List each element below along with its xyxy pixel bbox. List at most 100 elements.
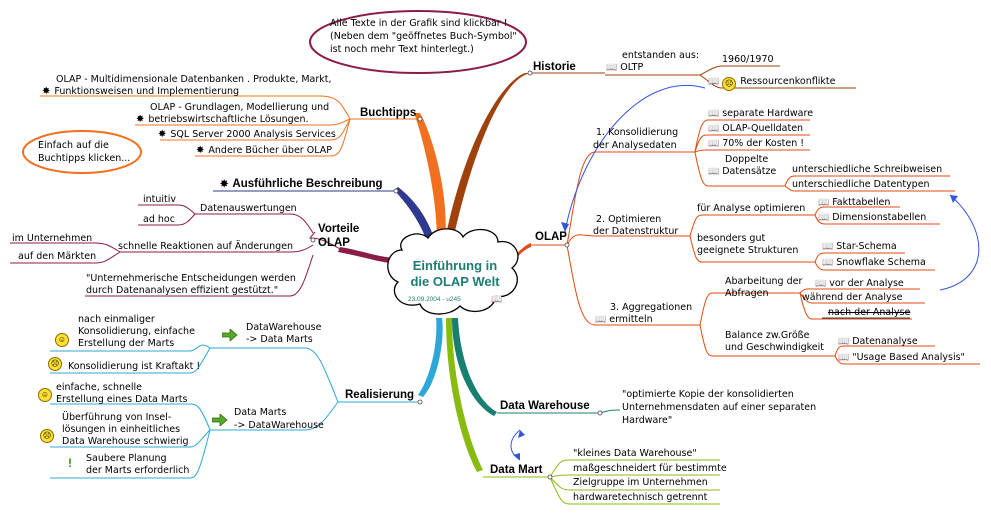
olap-a1c[interactable]: nach der Analyse: [828, 307, 911, 318]
olap-o2a: Star-Schema: [836, 241, 897, 252]
olap-o2a-row[interactable]: 📖Star-Schema: [822, 241, 897, 253]
olap-k3: 70% der Kosten !: [722, 138, 805, 149]
branch-historie[interactable]: Historie: [533, 61, 576, 73]
olap-a1a: vor der Analyse: [829, 278, 904, 289]
real-r2c-2[interactable]: der Marts erforderlich: [86, 465, 190, 476]
book-icon: 📖: [815, 279, 827, 289]
vorteile-datenauswertungen[interactable]: Datenauswertungen: [200, 203, 297, 214]
branch-vorteile-2[interactable]: OLAP: [318, 237, 350, 249]
real-r1a-2[interactable]: Konsolidierung, einfache: [78, 326, 195, 337]
olap-k4-1[interactable]: Doppelte: [725, 154, 769, 165]
branch-datamart[interactable]: Data Mart: [490, 464, 543, 476]
book-icon: 📖: [818, 198, 830, 208]
olap-k2: OLAP-Quelldaten: [722, 123, 804, 134]
olap-optimieren-1[interactable]: 2. Optimieren: [596, 214, 662, 225]
star-icon: ✸: [136, 114, 145, 125]
book-icon: 📖: [708, 109, 720, 119]
callout-text-1: Alle Texte in der Grafik sind klickbar !: [330, 18, 508, 29]
olap-o1b-row[interactable]: 📖Dimensionstabellen: [818, 212, 926, 224]
vorteile-intuitiv[interactable]: intuitiv: [143, 194, 177, 205]
real-r2b-3[interactable]: Data Warehouse schwierig: [62, 436, 189, 447]
olap-o1[interactable]: für Analyse optimieren: [697, 203, 806, 214]
frown-smiley-icon: ☹: [722, 77, 737, 91]
exclamation-icon: !: [68, 456, 72, 470]
center-node[interactable]: Einführung in die OLAP Welt: [400, 258, 510, 290]
buchtipp-4-row[interactable]: ✸Andere Bücher über OLAP: [196, 145, 332, 157]
olap-konsolidierung-1[interactable]: 1. Konsolidierung: [596, 127, 679, 138]
buchtipp-2-line2: betriebswirtschaftliche Lösungen.: [148, 114, 309, 125]
vorteile-maerkte[interactable]: auf den Märkten: [18, 251, 97, 262]
vorteile-unternehmen[interactable]: im Unternehmen: [12, 233, 93, 244]
olap-k4b[interactable]: unterschiedliche Datentypen: [792, 179, 930, 190]
olap-aggregationen-1[interactable]: 3. Aggregationen: [610, 302, 693, 313]
branch-realisierung[interactable]: Realisierung: [345, 389, 415, 401]
olap-a2b-row[interactable]: 📖"Usage Based Analysis": [838, 352, 965, 364]
branch-olap[interactable]: OLAP: [535, 231, 567, 243]
olap-a1b[interactable]: während der Analyse: [802, 292, 903, 303]
real-r2a-1[interactable]: einfache, schnelle: [56, 382, 142, 393]
buchtipp-3-row[interactable]: ✸SQL Server 2000 Analysis Services: [158, 129, 336, 141]
branch-buchtipps[interactable]: Buchtipps: [360, 107, 417, 119]
olap-k2-row[interactable]: 📖OLAP-Quelldaten: [708, 123, 803, 135]
real-r2-1[interactable]: Data Marts: [234, 407, 287, 418]
olap-optimieren-2[interactable]: der Datenstruktur: [593, 226, 679, 237]
olap-o1a-row[interactable]: 📖Fakttabellen: [818, 197, 890, 209]
olap-o2b: Snowflake Schema: [836, 257, 926, 268]
real-r1a-3[interactable]: Erstellung der Marts: [78, 338, 175, 349]
datamart-m1[interactable]: "kleines Data Warehouse": [573, 448, 697, 459]
olap-o2b-row[interactable]: 📖Snowflake Schema: [822, 257, 926, 269]
buchtipp-1-line2: Funktionsweisen und Implementierung: [54, 86, 240, 97]
datamart-m2[interactable]: maßgeschneidert für bestimmte: [573, 463, 727, 474]
real-r1-2[interactable]: -> Data Marts: [246, 334, 313, 345]
branch-beschreibung-row[interactable]: ✸Ausführliche Beschreibung: [220, 177, 383, 192]
real-r2b-2[interactable]: lösungen in einheitliches: [62, 424, 181, 435]
olap-a1-2[interactable]: Abfragen: [725, 288, 769, 299]
real-r2-2[interactable]: -> DataWarehouse: [234, 420, 324, 431]
real-r2b-1[interactable]: Überführung von Insel-: [62, 412, 172, 423]
real-r2c-1[interactable]: Saubere Planung: [86, 453, 167, 464]
branch-datawarehouse[interactable]: Data Warehouse: [500, 400, 590, 412]
datamart-m3[interactable]: Zielgruppe im Unternehmen: [573, 477, 708, 488]
olap-k1-row[interactable]: 📖separate Hardware: [708, 108, 813, 120]
dwh-def-3[interactable]: Hardware": [622, 415, 673, 426]
dwh-def-1[interactable]: "optimierte Kopie der konsolidierten: [622, 389, 794, 400]
olap-aggregationen-row[interactable]: 📖ermitteln: [595, 314, 653, 326]
buchtipp-2-line1[interactable]: OLAP - Grundlagen, Modellierung und: [150, 102, 330, 113]
olap-a2a-row[interactable]: 📖Datenanalyse: [838, 336, 918, 348]
real-r1a-1[interactable]: nach einmaliger: [78, 314, 155, 325]
buchtipp-1-line1[interactable]: OLAP - Multidimensionale Datenbanken . P…: [56, 74, 332, 85]
olap-k3-row[interactable]: 📖70% der Kosten !: [708, 138, 804, 150]
olap-k4-row[interactable]: 📖Datensätze: [708, 166, 776, 178]
book-icon: 📖: [838, 337, 850, 347]
olap-a2-2[interactable]: und Geschwindigkeit: [725, 342, 824, 353]
olap-a1-1[interactable]: Abarbeitung der: [725, 276, 803, 287]
historie-year[interactable]: 1960/1970: [722, 54, 774, 65]
vorteile-reaktionen[interactable]: schnelle Reaktionen auf Änderungen: [118, 241, 294, 252]
buchtipp-2-row[interactable]: ✸betriebswirtschaftliche Lösungen.: [136, 114, 309, 126]
vorteile-adhoc[interactable]: ad hoc: [143, 214, 175, 225]
branch-vorteile-1[interactable]: Vorteile: [318, 223, 360, 235]
datamart-m4[interactable]: hardwaretechnisch getrennt: [573, 492, 708, 503]
historie-sub-row[interactable]: 📖☹Ressourcenkonflikte: [708, 75, 835, 91]
dwh-def-2[interactable]: Unternehmensdaten auf einer separaten: [622, 402, 817, 413]
historie-item2: OLTP: [620, 62, 644, 73]
olap-a1a-row[interactable]: 📖vor der Analyse: [815, 278, 904, 290]
olap-o2-2[interactable]: geeignete Strukturen: [697, 245, 799, 256]
olap-a2-1[interactable]: Balance zw.Größe: [725, 330, 810, 341]
historie-item2-row[interactable]: 📖OLTP: [606, 62, 643, 74]
real-r1-1[interactable]: DataWarehouse: [246, 322, 322, 333]
olap-konsolidierung-2[interactable]: der Analysedaten: [593, 140, 677, 151]
callout-text-2: (Neben dem "geöffnetes Buch-Symbol": [330, 31, 517, 42]
book-icon[interactable]: 📖: [491, 294, 503, 304]
vorteile-quote-2[interactable]: durch Datenanalysen effizient gestützt.": [86, 285, 279, 296]
vorteile-quote-1[interactable]: "Unternehmerische Entscheidungen werden: [86, 273, 296, 284]
historie-item[interactable]: entstanden aus:: [622, 50, 700, 61]
real-r1b[interactable]: Konsolidierung ist Kraftakt !: [68, 361, 201, 372]
real-r2a-2[interactable]: Erstellung eines Data Marts: [56, 394, 188, 405]
olap-k4a[interactable]: unterschiedliche Schreibweisen: [792, 164, 943, 175]
book-icon: 📖: [822, 242, 834, 252]
buchtipp-1-row[interactable]: ✸Funktionsweisen und Implementierung: [42, 86, 239, 98]
star-icon: ✸: [220, 179, 229, 190]
olap-o2-1[interactable]: besonders gut: [697, 233, 766, 244]
